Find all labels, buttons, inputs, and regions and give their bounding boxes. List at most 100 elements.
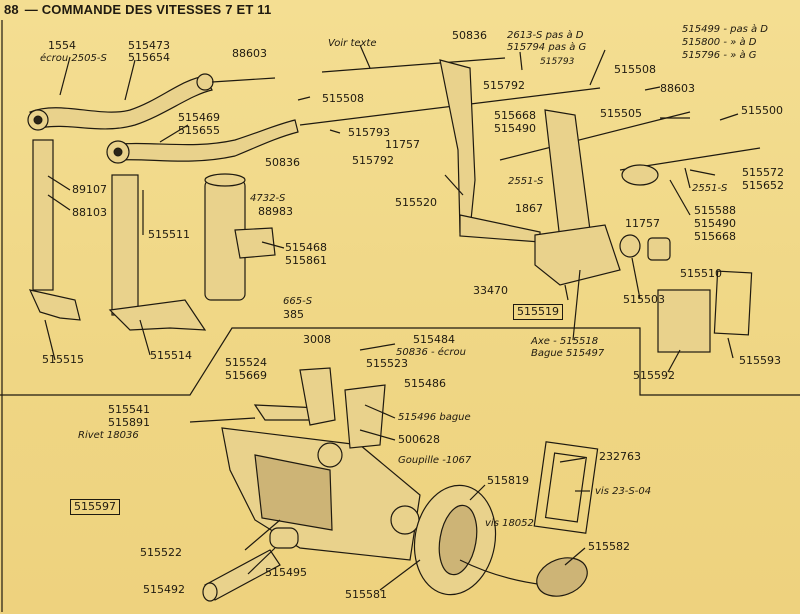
label-88983: 88983 [258, 205, 293, 218]
label-515522: 515522 [140, 546, 182, 559]
gearbox-housing-515522 [221, 427, 421, 561]
label-515597-box: 515597 [70, 499, 120, 515]
label-515495: 515495 [265, 566, 307, 579]
label-515655: 515655 [178, 124, 220, 137]
label-515792-a: 515792 [483, 79, 525, 92]
label-88603-a: 88603 [232, 47, 267, 60]
label-axe-515518: Axe - 515518 [531, 336, 599, 347]
label-515819: 515819 [487, 474, 529, 487]
label-515593: 515593 [739, 354, 781, 367]
page-number: 88 [4, 2, 19, 17]
label-2551-s-a: 2551-S [508, 176, 544, 187]
washer-515503 [619, 234, 641, 258]
page-title: — COMMANDE DES VITESSES 7 ET 11 [24, 2, 272, 17]
label-vis-23-s-04: vis 23-S-04 [595, 486, 652, 497]
label-515523: 515523 [366, 357, 408, 370]
label-1867: 1867 [515, 202, 543, 215]
leader-lines [44, 44, 739, 591]
label-vis-18052: vis 18052 [485, 518, 534, 529]
gear-lever-515582 [459, 557, 588, 597]
label-515515: 515515 [42, 353, 84, 366]
label-1554: 1554 [48, 39, 76, 52]
lever-bracket-515519 [534, 109, 621, 286]
label-515519-box: 515519 [513, 304, 563, 320]
label-515796: 515796 - » à G [682, 50, 757, 61]
fork-shaft-515515 [28, 139, 81, 321]
label-515668-b: 515668 [694, 230, 736, 243]
label-515503: 515503 [623, 293, 665, 306]
label-515861: 515861 [285, 254, 327, 267]
label-515669: 515669 [225, 369, 267, 382]
label-rivet-18036: Rivet 18036 [78, 430, 139, 441]
label-515492: 515492 [143, 583, 185, 596]
label-515794: 515794 pas à G [507, 42, 587, 53]
label-88603-b: 88603 [660, 82, 695, 95]
label-515592: 515592 [633, 369, 675, 382]
label-515490-b: 515490 [694, 217, 736, 230]
sleeve-515492 [202, 527, 299, 602]
label-4732-s: 4732-S [250, 193, 286, 204]
label-500628: 500628 [398, 433, 440, 446]
label-ecrou-2505: écrou 2505-S [40, 53, 107, 64]
label-515508-a: 515508 [614, 63, 656, 76]
label-665-s: 665-S [283, 296, 313, 307]
label-232763: 232763 [599, 450, 641, 463]
upper-shift-rod-515469 [106, 119, 299, 164]
label-bague-515497: Bague 515497 [531, 348, 605, 359]
label-89107: 89107 [72, 183, 107, 196]
label-3008: 3008 [303, 333, 331, 346]
label-515581: 515581 [345, 588, 387, 601]
label-515469: 515469 [178, 111, 220, 124]
label-515514: 515514 [150, 349, 192, 362]
label-515541: 515541 [108, 403, 150, 416]
rod-end-515588 [621, 164, 659, 186]
label-515572: 515572 [742, 166, 784, 179]
label-11757-a: 11757 [385, 138, 420, 151]
label-515793-a: 515793 [540, 57, 575, 67]
upper-shift-rod-515473 [27, 73, 276, 131]
label-515654: 515654 [128, 51, 170, 64]
label-50836-ecrou: 50836 - écrou [396, 347, 466, 358]
label-515800: 515800 - » à D [682, 37, 757, 48]
label-515793-b: 515793 [348, 126, 390, 139]
label-515468: 515468 [285, 241, 327, 254]
gate-515819 [413, 484, 497, 596]
gasket-232763 [533, 441, 599, 534]
label-515588: 515588 [694, 204, 736, 217]
fork-shaft-515514 [108, 174, 207, 331]
label-515524: 515524 [225, 356, 267, 369]
label-33470: 33470 [473, 284, 508, 297]
label-515490-a: 515490 [494, 122, 536, 135]
label-515891: 515891 [108, 416, 150, 429]
label-88103: 88103 [72, 206, 107, 219]
label-515486: 515486 [404, 377, 446, 390]
label-11757-b: 11757 [625, 217, 660, 230]
page-header: 88 — COMMANDE DES VITESSES 7 ET 11 [4, 2, 271, 17]
label-2613-s: 2613-S pas à D [507, 30, 584, 41]
label-voir-texte: Voir texte [328, 38, 377, 49]
label-goupille-1067: Goupille -1067 [398, 455, 472, 466]
plates-515592-515593 [657, 270, 753, 353]
label-515582: 515582 [588, 540, 630, 553]
label-2551-s-b: 2551-S [692, 183, 728, 194]
label-385: 385 [283, 308, 304, 321]
label-515500: 515500 [741, 104, 783, 117]
label-515792-b: 515792 [352, 154, 394, 167]
label-515652: 515652 [742, 179, 784, 192]
label-515668-a: 515668 [494, 109, 536, 122]
label-515484: 515484 [413, 333, 455, 346]
label-50836-b: 50836 [265, 156, 300, 169]
label-515520: 515520 [395, 196, 437, 209]
tube-515468 [204, 173, 276, 301]
label-515473: 515473 [128, 39, 170, 52]
label-515511: 515511 [148, 228, 190, 241]
section-divider [0, 327, 800, 396]
label-515499: 515499 - pas à D [682, 24, 769, 35]
lever-515520 [439, 59, 541, 243]
label-515505: 515505 [600, 107, 642, 120]
bushing-515510 [647, 237, 671, 261]
label-50836-a: 50836 [452, 29, 487, 42]
label-515508-b: 515508 [322, 92, 364, 105]
